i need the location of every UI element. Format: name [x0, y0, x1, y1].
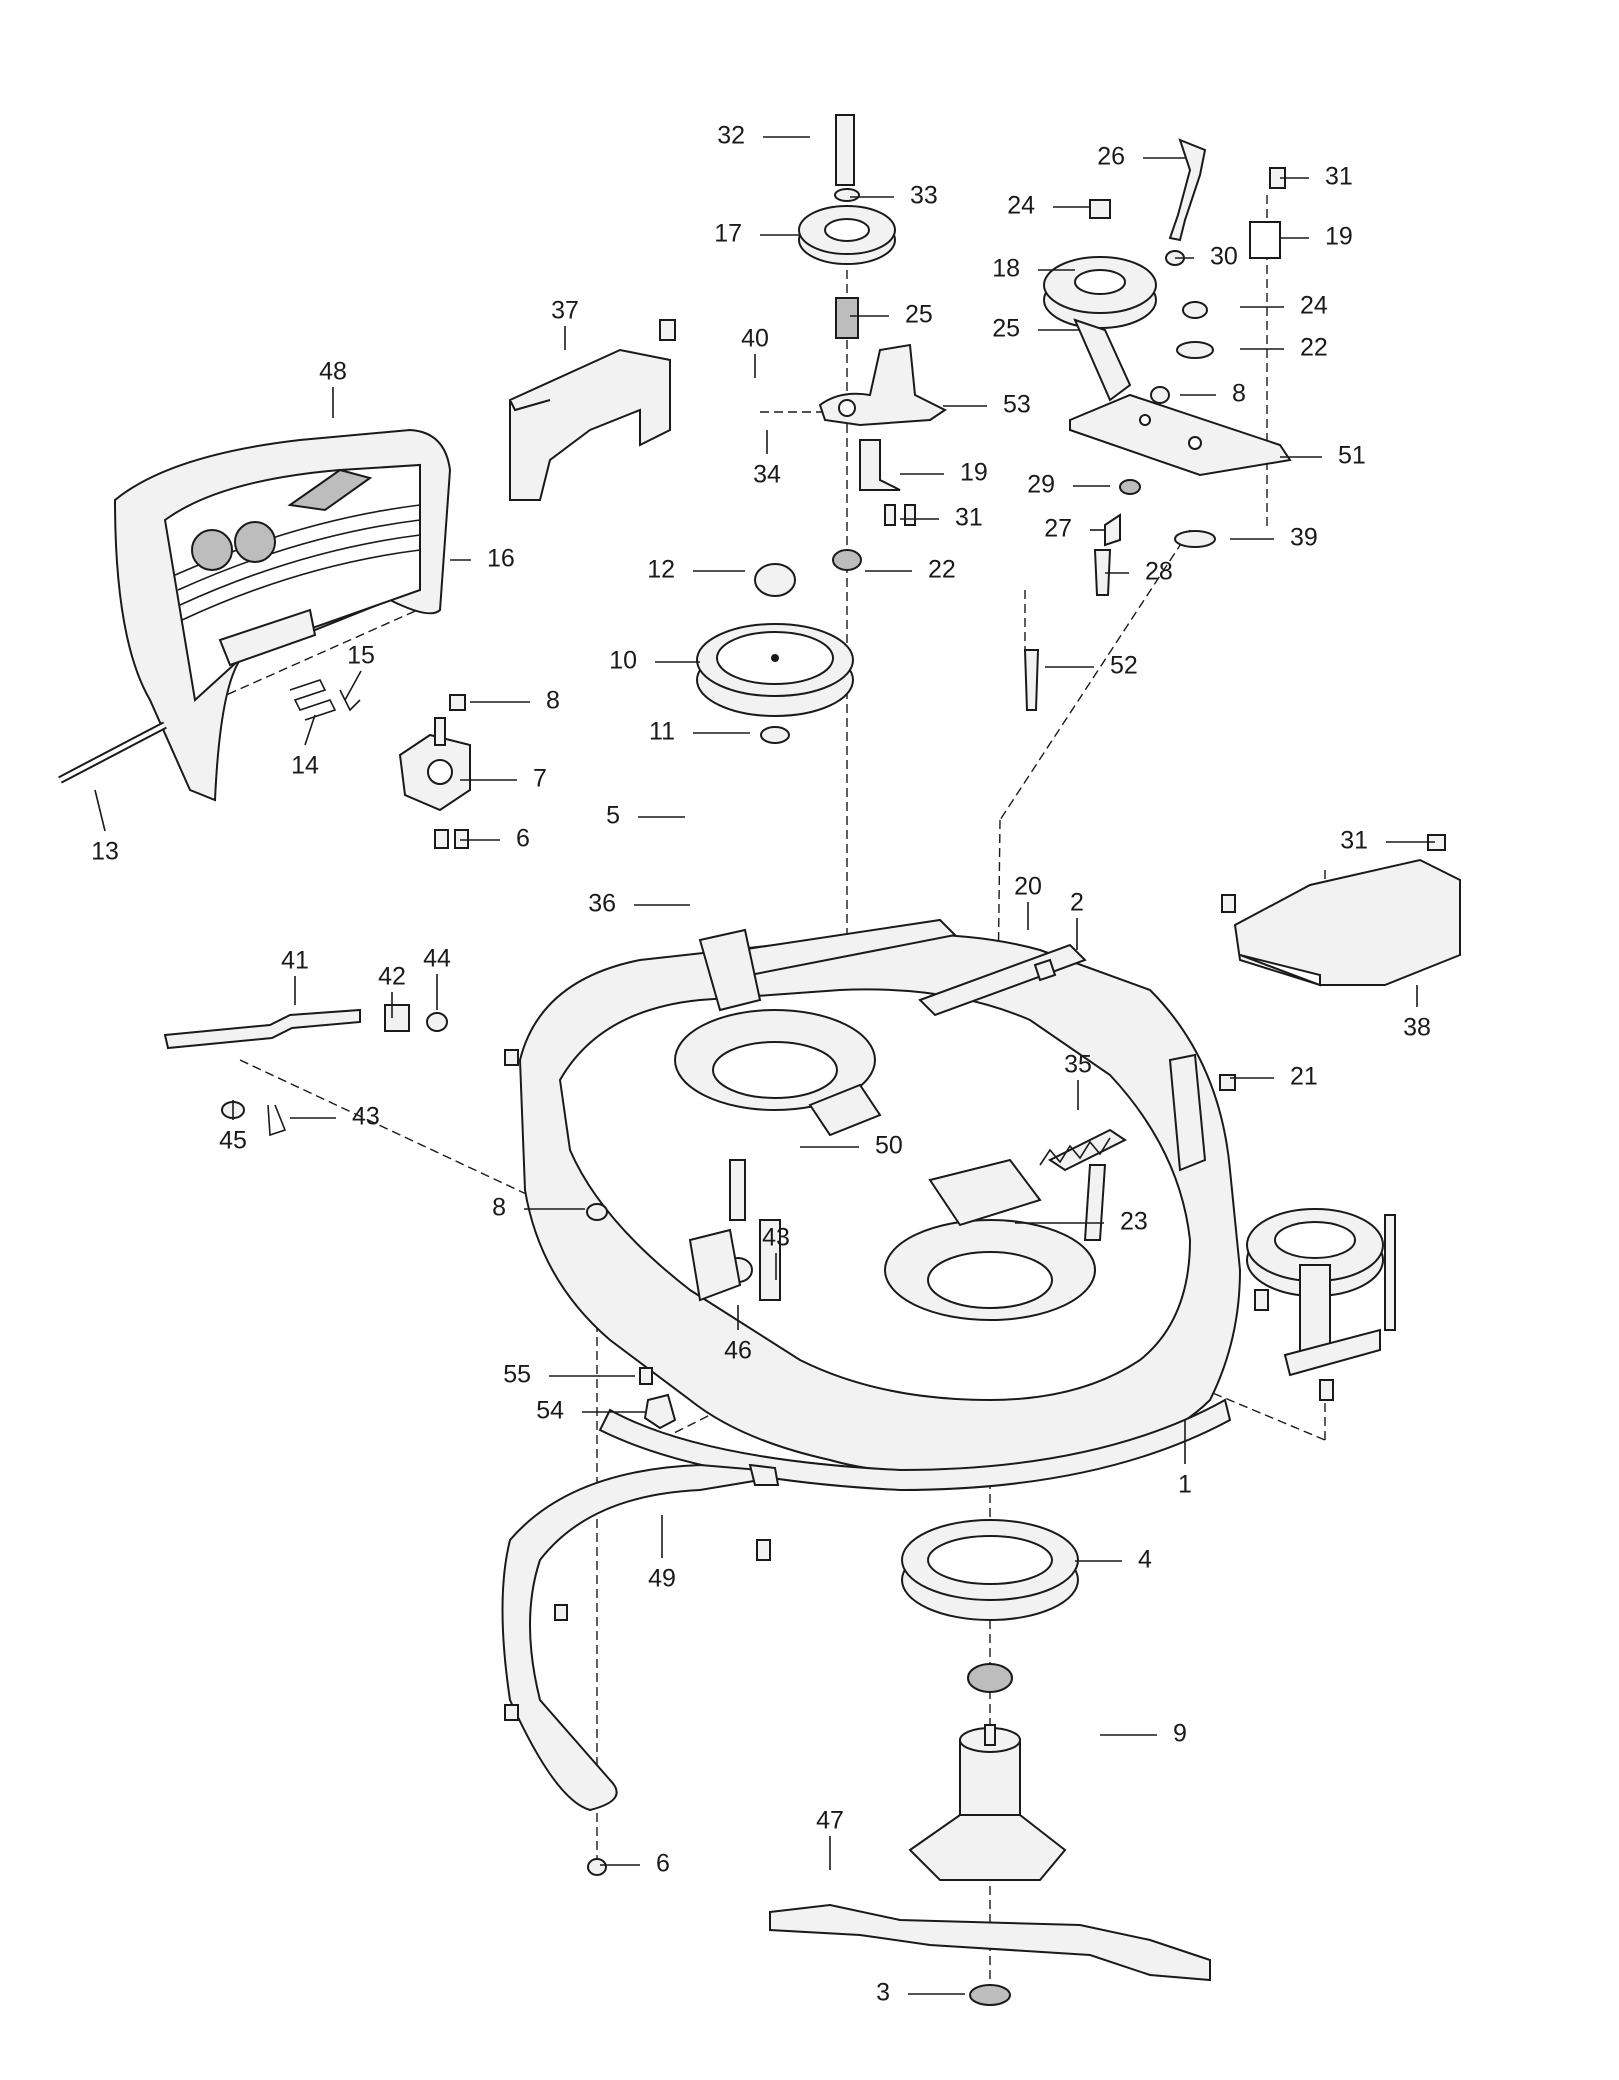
callout-label: 15: [347, 642, 375, 670]
callout-label: 3: [876, 1979, 890, 2007]
callout-label: 8: [1232, 380, 1246, 408]
callout-label: 46: [724, 1337, 752, 1365]
callout-label: 40: [741, 325, 769, 353]
callout-label: 16: [487, 545, 515, 573]
spring: [289, 679, 361, 721]
callout-label: 30: [1210, 243, 1238, 271]
callout-label: 50: [875, 1132, 903, 1160]
spindle-pulley-right: [1246, 1208, 1396, 1401]
callout-label: 22: [928, 556, 956, 584]
belt-cover: [113, 428, 452, 802]
callout-label: 51: [1338, 442, 1366, 470]
callout-label: 10: [609, 647, 637, 675]
callout-label: 39: [1290, 524, 1318, 552]
callout-label: 49: [648, 1565, 676, 1593]
callout-label: 7: [533, 765, 547, 793]
callout-label: 53: [1003, 391, 1031, 419]
callout-leader-13: [94, 789, 106, 832]
callout-label: 41: [281, 947, 309, 975]
callout-label: 8: [546, 687, 560, 715]
callout-label: 47: [816, 1807, 844, 1835]
callout-label: 28: [1145, 558, 1173, 586]
callout-label: 13: [91, 838, 119, 866]
callout-label: 43: [352, 1103, 380, 1131]
callout-label: 45: [219, 1127, 247, 1155]
bracket: [398, 694, 471, 849]
discharge-chute: [501, 1463, 780, 1876]
idler-arm: [818, 343, 947, 571]
callout-label: 34: [753, 461, 781, 489]
callout-label: 4: [1138, 1546, 1152, 1574]
callout-label: 24: [1007, 192, 1035, 220]
callout-label: 22: [1300, 334, 1328, 362]
callout-label: 31: [1340, 827, 1368, 855]
callout-label: 17: [714, 220, 742, 248]
callout-label: 6: [656, 1850, 670, 1878]
callout-label: 33: [910, 182, 938, 210]
idler-pulley-left: [798, 114, 896, 339]
callout-label: 19: [1325, 223, 1353, 251]
callout-label: 18: [992, 255, 1020, 283]
callout-label: 42: [378, 963, 406, 991]
callout-label: 8: [492, 1194, 506, 1222]
callout-label: 31: [1325, 163, 1353, 191]
drive-pulley: [696, 563, 854, 744]
callout-label: 32: [717, 122, 745, 150]
callout-label: 12: [647, 556, 675, 584]
height-rod: [163, 1004, 608, 1221]
callout-label: 38: [1403, 1014, 1431, 1042]
callout-label: 11: [649, 718, 675, 746]
callout-label: 37: [551, 297, 579, 325]
callout-label: 6: [516, 825, 530, 853]
callout-label: 20: [1014, 873, 1042, 901]
idler-pulley-right: [1043, 138, 1286, 404]
callout-label: 1: [1178, 1471, 1192, 1499]
bearing-ring: [901, 1519, 1079, 1621]
callout-label: 55: [503, 1361, 531, 1389]
spindle-assembly: [908, 1663, 1067, 1881]
callout-label: 23: [1120, 1208, 1148, 1236]
callout-label: 43: [762, 1224, 790, 1252]
callout-label: 19: [960, 459, 988, 487]
callout-label: 36: [588, 890, 616, 918]
pivot-rod: [58, 721, 167, 784]
callout-label: 54: [536, 1397, 564, 1425]
callout-label: 26: [1097, 143, 1125, 171]
callout-leader-14: [304, 714, 316, 746]
callout-label: 25: [905, 301, 933, 329]
cover-bracket: [509, 319, 676, 501]
idler-plate: [1023, 393, 1292, 711]
callout-label: 29: [1027, 471, 1055, 499]
callout-label: 14: [291, 752, 319, 780]
callout-label: 31: [955, 504, 983, 532]
callout-label: 27: [1044, 515, 1072, 543]
callout-label: 44: [423, 945, 451, 973]
deck-linkage: [688, 918, 1236, 1302]
mower-blade: [769, 1903, 1211, 2006]
callout-label: 24: [1300, 292, 1328, 320]
side-cover: [1221, 834, 1461, 987]
callout-label: 21: [1290, 1063, 1318, 1091]
callout-label: 48: [319, 358, 347, 386]
callout-label: 5: [606, 802, 620, 830]
callout-label: 35: [1064, 1051, 1092, 1079]
callout-label: 2: [1070, 889, 1084, 917]
callout-label: 9: [1173, 1720, 1187, 1748]
callout-leader-15: [344, 670, 362, 701]
grease-fitting: [639, 1367, 677, 1430]
callout-label: 25: [992, 315, 1020, 343]
callout-label: 52: [1110, 652, 1138, 680]
